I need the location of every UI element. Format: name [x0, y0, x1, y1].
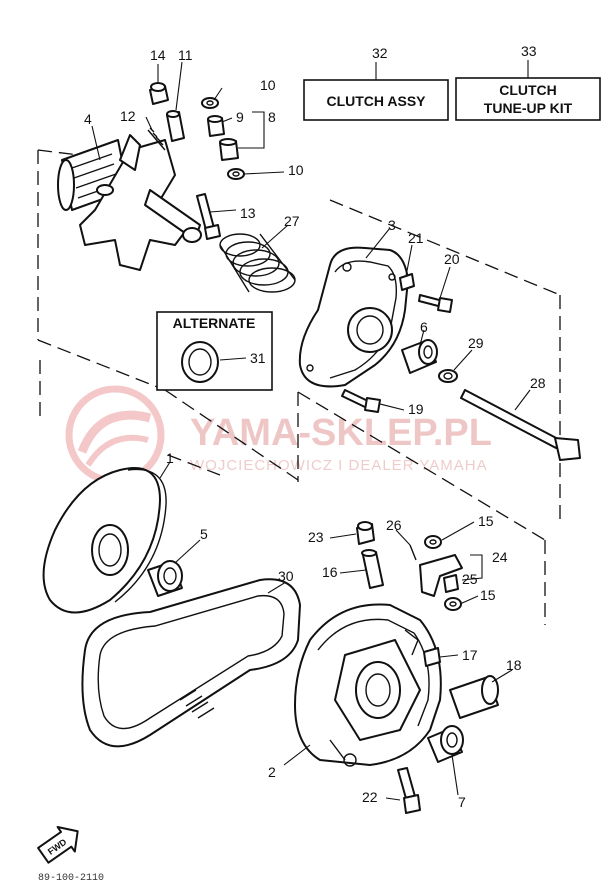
callout-7: 7 [458, 794, 466, 810]
callout-10-top: 10 [260, 77, 276, 93]
callout-20: 20 [444, 251, 460, 267]
clutch-assy-box: CLUTCH ASSY [303, 79, 449, 121]
alternate-box: ALTERNATE [156, 311, 273, 391]
part-10-washer-top [201, 97, 219, 109]
part-24-bracket [419, 554, 463, 597]
part-1-sheave [42, 467, 167, 614]
leader-lines [91, 60, 531, 801]
clutch-tuneup-label-line2: TUNE-UP KIT [484, 100, 573, 116]
callout-6: 6 [420, 319, 428, 335]
part-15-washer-bottom [444, 597, 462, 611]
callout-25: 25 [462, 571, 478, 587]
part-2-housing [294, 603, 442, 767]
part-25-roller [443, 574, 459, 593]
callout-29: 29 [468, 335, 484, 351]
assembly-boundary-lines [37, 149, 561, 625]
callout-8: 8 [268, 109, 276, 125]
callout-30: 30 [278, 568, 294, 584]
clutch-assy-label: CLUTCH ASSY [326, 93, 426, 109]
part-30-drive-belt [81, 578, 301, 748]
part-21-nut [399, 273, 415, 291]
diagram-code: 89-100-2110 [38, 873, 104, 883]
callout-2: 2 [268, 764, 276, 780]
callout-28: 28 [530, 375, 546, 391]
alternate-label: ALTERNATE [173, 315, 256, 331]
clutch-tuneup-label-line1: CLUTCH [499, 82, 557, 98]
callout-14: 14 [150, 47, 166, 63]
callout-16: 16 [322, 564, 338, 580]
callout-13: 13 [240, 205, 256, 221]
part-26-screw [409, 544, 417, 561]
part-17-nut [423, 647, 441, 667]
primary-cover-assembly [298, 246, 581, 461]
callout-3: 3 [388, 217, 396, 233]
fwd-arrow: FWD [37, 825, 79, 864]
part-15-washer-top [424, 535, 442, 549]
part-5-bushing [147, 560, 183, 597]
callout-27: 27 [284, 213, 300, 229]
callout-19: 19 [408, 401, 424, 417]
callout-31: 31 [250, 350, 266, 366]
callout-32: 32 [372, 45, 388, 61]
callout-22: 22 [362, 789, 378, 805]
callout-26: 26 [386, 517, 402, 533]
part-28-long-bolt [460, 389, 561, 449]
part-29-washer [438, 369, 458, 383]
watermark-subtitle: WOJCIECHOWICZ I DEALER YAMAHA [190, 457, 488, 474]
part-12-screw [147, 129, 166, 151]
callout-11: 11 [178, 47, 193, 63]
primary-shaft-assembly [57, 82, 296, 293]
part-4-spider [79, 139, 191, 271]
callout-4: 4 [84, 111, 92, 127]
callout-15-bottom: 15 [480, 587, 496, 603]
watermark-logo [65, 385, 165, 485]
callout-18: 18 [506, 657, 522, 673]
watermark: YAMA-SKLEP.PL WOJCIECHOWICZ I DEALER YAM… [65, 385, 492, 485]
callout-24: 24 [492, 549, 508, 565]
secondary-small-parts [356, 521, 499, 814]
callout-9: 9 [236, 109, 244, 125]
callout-33: 33 [521, 43, 537, 59]
callout-15-top: 15 [478, 513, 494, 529]
callout-1: 1 [166, 450, 174, 466]
part-10-washer-bottom [227, 168, 245, 180]
part-31-ring [181, 341, 219, 383]
callout-10-bottom: 10 [288, 162, 304, 178]
callout-23: 23 [308, 529, 324, 545]
callout-17: 17 [462, 647, 478, 663]
clutch-tuneup-kit-box: CLUTCH TUNE-UP KIT [455, 77, 601, 121]
callout-5: 5 [200, 526, 208, 542]
watermark-title: YAMA-SKLEP.PL [190, 412, 492, 454]
part-27-spring [219, 233, 296, 293]
callout-12: 12 [120, 108, 136, 124]
callout-21: 21 [408, 230, 424, 246]
part-callouts: 32 33 14 11 10 9 8 12 4 10 13 27 3 21 20… [84, 43, 546, 810]
